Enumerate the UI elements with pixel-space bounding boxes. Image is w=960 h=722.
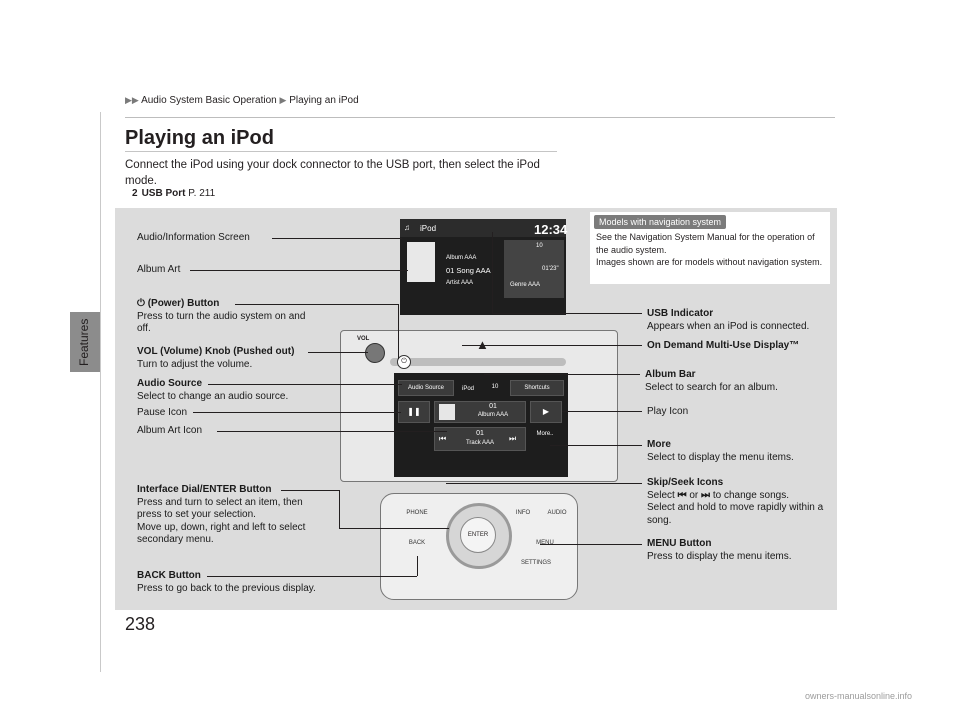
power-icon: ⏻ xyxy=(137,298,145,309)
power-desc: Press to turn the audio system on and of… xyxy=(137,310,306,335)
callout-skip: Skip/Seek Icons Select ⏮ or ⏭ to change … xyxy=(647,477,824,526)
shortcuts-button[interactable]: Shortcuts xyxy=(510,380,564,396)
breadcrumb-arrow-icon: ▶ xyxy=(279,95,287,105)
callout-power: ⏻ (Power) Button Press to turn the audio… xyxy=(137,298,317,336)
side-divider xyxy=(100,112,101,672)
more-button[interactable]: More.. xyxy=(530,427,560,449)
page-title: Playing an iPod xyxy=(125,127,274,149)
screen-source: iPod xyxy=(420,224,437,233)
screen-volume: 10 xyxy=(536,243,543,249)
power-title: ⏻ (Power) Button xyxy=(137,298,220,309)
nav-note-line: Images shown are for models without navi… xyxy=(596,257,823,267)
reference-icon: 2 xyxy=(132,188,138,199)
breadcrumb: ▶▶ Audio System Basic Operation ▶ Playin… xyxy=(125,95,359,106)
page-number: 238 xyxy=(125,614,156,634)
cd-slot xyxy=(390,358,566,366)
intro-text: Connect the iPod using your dock connect… xyxy=(125,159,540,187)
breadcrumb-item: Audio System Basic Operation xyxy=(141,95,277,106)
xref-page: P. 211 xyxy=(188,188,216,199)
skip-back-glyph-icon: ⏮ xyxy=(677,489,687,501)
screen-album: Album AAA xyxy=(446,255,477,261)
footer-watermark: owners-manualsonline.info xyxy=(805,691,913,701)
back-button[interactable]: BACK xyxy=(408,540,426,546)
callout-album-art-icon: Album Art Icon xyxy=(137,425,203,436)
album-art-icon xyxy=(439,404,455,420)
track-bar: ⏮ 01 Track AAA ⏭ xyxy=(434,427,526,451)
screen-header xyxy=(400,219,566,237)
vol-knob[interactable] xyxy=(365,343,385,363)
audio-source-button[interactable]: Audio Source xyxy=(398,380,454,396)
screen-clock: 12:34 xyxy=(534,222,568,237)
music-icon: ♫ xyxy=(404,223,410,232)
xref-label: USB Port xyxy=(141,188,186,199)
info-button[interactable]: INFO xyxy=(515,510,531,516)
phone-button[interactable]: PHONE xyxy=(406,510,428,516)
nav-note-text: See the Navigation System Manual for the… xyxy=(596,231,824,269)
hazard-icon[interactable]: ▲ xyxy=(476,337,489,352)
header-rule xyxy=(125,117,835,118)
callout-play-icon: Play Icon xyxy=(647,406,689,417)
breadcrumb-item: Playing an iPod xyxy=(289,95,359,106)
callout-vol: VOL (Volume) Knob (Pushed out)Turn to ad… xyxy=(137,346,295,370)
screen-genre: Genre AAA xyxy=(510,282,541,288)
album-bar[interactable]: 01 Album AAA xyxy=(434,401,526,423)
album-number: 01 xyxy=(489,403,497,410)
callout-album-art: Album Art xyxy=(137,264,181,275)
audio-button[interactable]: AUDIO xyxy=(547,510,567,516)
nav-note-line: See the Navigation System Manual for the… xyxy=(596,232,815,255)
title-rule xyxy=(125,151,557,152)
track-number: 01 xyxy=(476,430,484,437)
callout-dial: Interface Dial/ENTER Button Press and tu… xyxy=(137,484,306,545)
enter-button[interactable]: ENTER xyxy=(460,517,496,553)
menu-button[interactable]: MENU xyxy=(536,540,554,546)
skip-back-icon[interactable]: ⏮ xyxy=(439,434,447,443)
screen-song: 01 Song AAA xyxy=(446,266,491,275)
pause-icon[interactable]: ❚❚ xyxy=(398,401,430,423)
vol-label: VOL xyxy=(357,336,370,342)
breadcrumb-arrow-icon: ▶▶ xyxy=(125,95,139,105)
callout-audio-info-screen: Audio/Information Screen xyxy=(137,232,250,243)
play-icon[interactable]: ▶ xyxy=(530,401,562,423)
nav-badge: Models with navigation system xyxy=(594,215,727,229)
skip-forward-icon[interactable]: ⏭ xyxy=(509,434,517,443)
ipod-source: iPod xyxy=(456,376,480,396)
section-tab-label: Features xyxy=(77,318,91,366)
track-name: Track AAA xyxy=(465,440,495,446)
power-button[interactable]: ⏻ xyxy=(397,355,411,369)
section-tab-marker xyxy=(70,312,100,372)
callout-ondemand: On Demand Multi-Use Display™ xyxy=(647,340,800,351)
settings-button[interactable]: SETTINGS xyxy=(520,560,551,566)
album-name: Album AAA xyxy=(477,412,509,418)
screen-time: 01'23" xyxy=(542,266,559,272)
callout-pause-icon: Pause Icon xyxy=(137,407,188,418)
screen-artist: Artist AAA xyxy=(446,280,474,286)
skip-forward-glyph-icon: ⏭ xyxy=(701,489,711,501)
screen-right-pane xyxy=(504,240,564,298)
touch-volume: 10 xyxy=(486,380,504,394)
album-art-image xyxy=(407,242,435,282)
